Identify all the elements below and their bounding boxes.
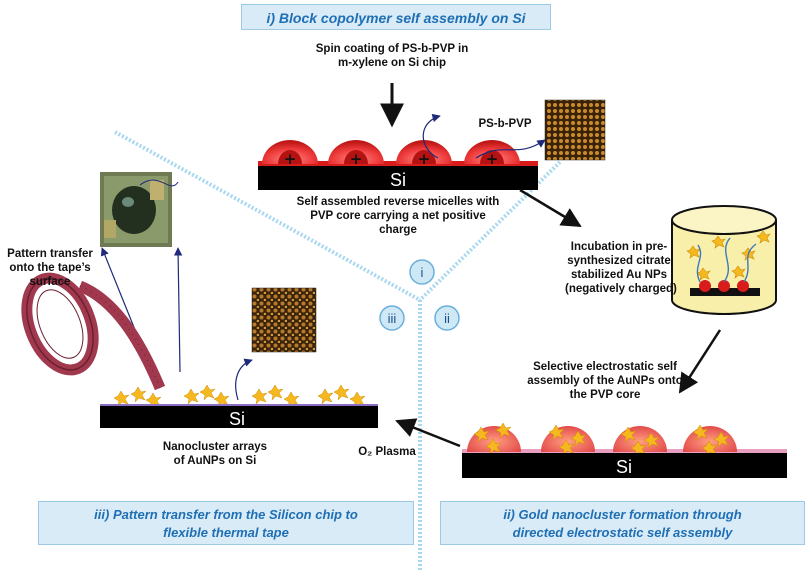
banner-step-3: iii) Pattern transfer from the Silicon c… [38,501,414,545]
afm-image-micelles [544,99,606,161]
photo-pointer-line-2 [173,247,183,373]
plasma-arrow [395,418,461,448]
photo-pointer-curve [139,179,179,187]
afm-pointer-arrow-bottom [235,358,253,401]
banner-step-1: i) Block copolymer self assembly on Si [241,4,551,30]
label-nanocluster-arrays-line2: of AuNPs on Si [173,455,257,467]
label-selective-assembly-line3: the PVP core [569,389,641,401]
label-pattern-transfer: Pattern transfer onto the tape’s surface [0,247,100,289]
label-spin-coating-line1: Spin coating of PS-b-PVP in [315,43,469,55]
si-substrate-right [462,453,787,478]
label-selective-assembly-line1: Selective electrostatic self [533,361,677,373]
label-incubation-line2: synthesized citrate [567,255,671,267]
banner-step-2: ii) Gold nanocluster formation through d… [440,501,805,545]
label-reverse-micelles: Self assembled reverse micelles with PVP… [262,195,534,237]
step-marker-i: i [409,259,435,285]
thermal-tape-roll [21,272,166,391]
label-incubation-line1: Incubation in pre- [570,241,668,253]
label-reverse-micelles-line2: PVP core carrying a net positive [310,210,486,222]
nanocluster-substrate-group: Si [100,384,378,429]
banner-step-2-line2: directed electrostatic self assembly [512,525,733,540]
arrow-to-selective-assembly [678,329,722,394]
label-incubation-line3: stabilized Au NPs [570,269,668,281]
charge-sign: + [418,150,431,168]
micelle-2: + [328,140,384,168]
label-polymer: PS-b-PVP [478,118,532,130]
si-substrate-left [100,406,378,428]
label-pattern-transfer-line3: surface [29,276,71,288]
label-incubation: Incubation in pre- synthesized citrate s… [565,240,677,296]
micelle-3: + [396,140,452,168]
label-nanocluster-arrays: Nanocluster arrays of AuNPs on Si [150,440,280,468]
step-marker-iii-text: iii [388,311,397,326]
charge-sign: + [350,150,363,168]
step-marker-ii-text: ii [444,311,450,326]
label-spin-coating-line2: m-xylene on Si chip [338,57,446,69]
micelle-1: + [262,140,318,168]
si-substrate-top-label: Si [390,170,406,190]
tape-photo [100,172,172,247]
si-substrate-top [258,166,538,190]
label-o2-plasma: O₂ Plasma [358,446,416,458]
label-incubation-line4: (negatively charged) [565,283,677,295]
label-pattern-transfer-line1: Pattern transfer [7,248,93,260]
afm-pointer-arrow-top [475,139,546,159]
label-selective-assembly: Selective electrostatic self assembly of… [505,360,705,402]
label-reverse-micelles-line1: Self assembled reverse micelles with [296,196,500,208]
banner-step-3-line2: flexible thermal tape [163,525,289,540]
micelle-substrate-group: + + + + Si [258,140,538,190]
arrow-to-incubation [519,188,582,228]
banner-step-3-line1: iii) Pattern transfer from the Silicon c… [94,507,358,522]
gold-cluster-substrate-group: Si [462,422,787,478]
charge-sign: + [486,150,499,168]
si-substrate-left-label: Si [229,409,245,429]
incubation-beaker [671,205,777,315]
banner-step-2-line1: ii) Gold nanocluster formation through [503,507,742,522]
step-marker-ii: ii [434,305,460,331]
micelle-4: + [464,140,520,168]
label-nanocluster-arrays-line1: Nanocluster arrays [162,441,268,453]
label-selective-assembly-line2: assembly of the AuNPs onto [527,375,683,387]
gold-nanoparticles-right [473,422,730,457]
step-marker-i-text: i [421,265,424,280]
polymer-pointer-arrow [422,113,441,159]
label-reverse-micelles-line3: charge [379,224,417,236]
charge-sign: + [284,150,297,168]
label-spin-coating: Spin coating of PS-b-PVP in m-xylene on … [292,42,492,70]
label-pattern-transfer-line2: onto the tape’s [9,262,91,274]
step-marker-iii: iii [379,305,405,331]
si-substrate-right-label: Si [616,457,632,477]
afm-image-nanoclusters [251,287,317,353]
